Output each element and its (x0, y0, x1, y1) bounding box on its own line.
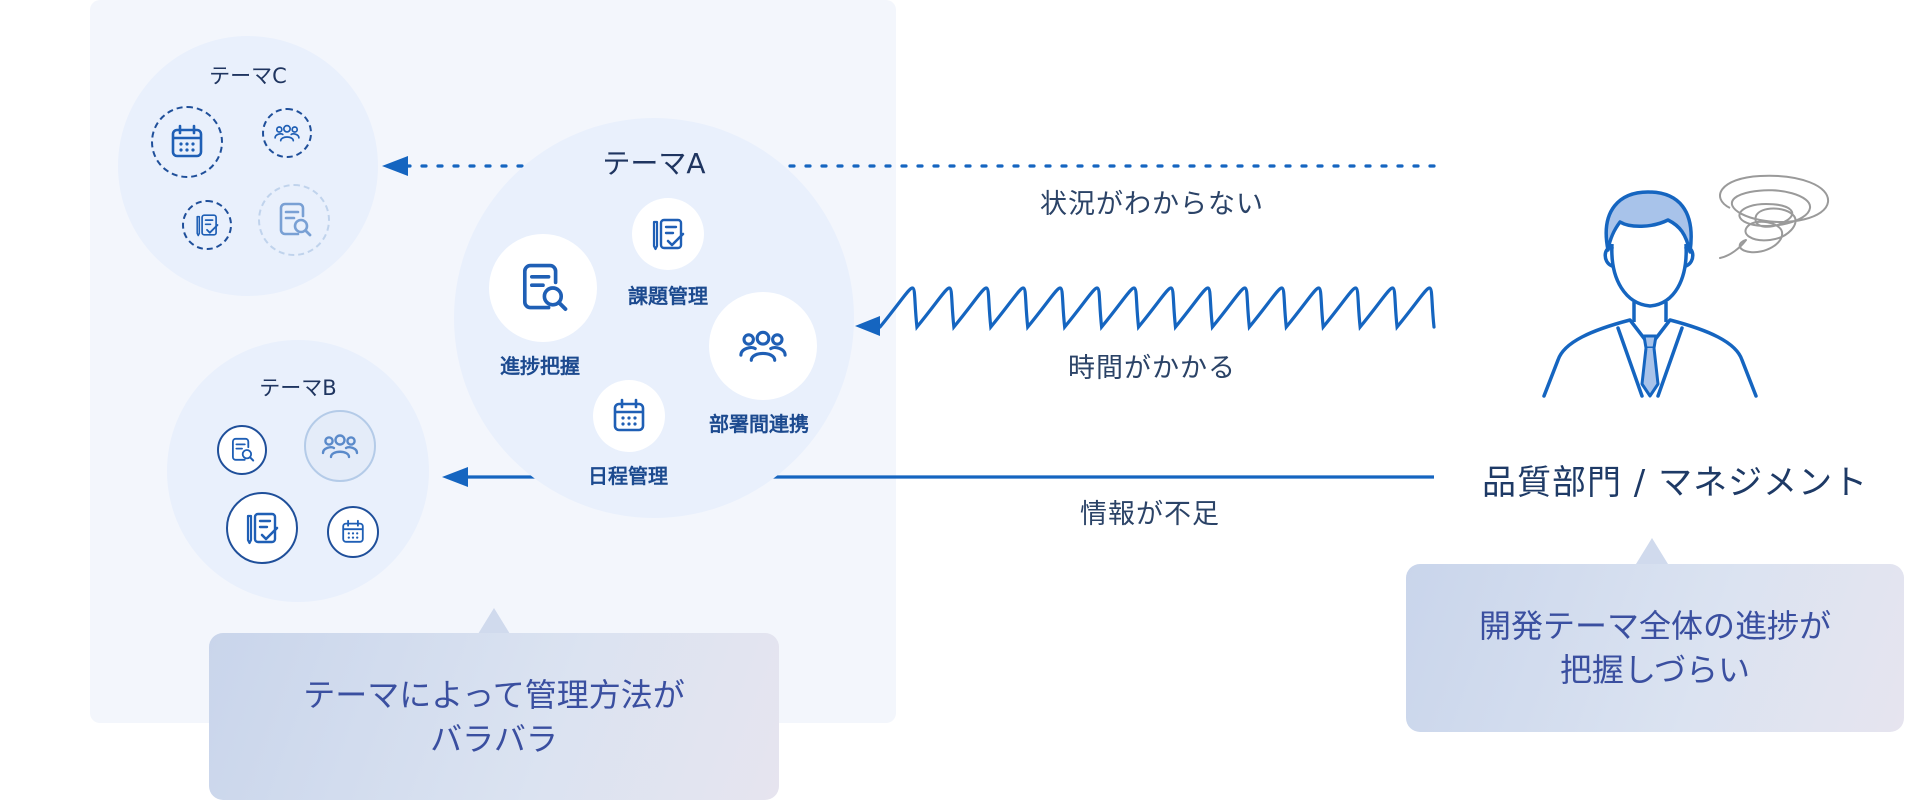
person-icon (1542, 190, 1758, 398)
theme-c-title: テーマC (209, 64, 287, 88)
management-label: 品質部門 / マネジメント (1482, 463, 1869, 503)
team-icon (709, 292, 817, 400)
theme-b-title: テーマB (259, 376, 337, 400)
team-icon (304, 410, 376, 482)
calendar-icon (593, 380, 665, 452)
callout-pointer-left (478, 608, 510, 634)
coiled-arrow-line (878, 286, 1436, 331)
interdept-label: 部署間連携 (709, 412, 809, 436)
theme-c-circle: テーマC (118, 36, 378, 296)
task-check-icon (632, 198, 704, 270)
team-icon (262, 108, 312, 158)
issues-label: 課題管理 (628, 284, 708, 308)
callout-right-line1: 開発テーマ全体の進捗が (1478, 607, 1831, 645)
callout-right: 開発テーマ全体の進捗が 把握しづらい (1406, 564, 1904, 732)
callout-pointer-right (1636, 538, 1668, 564)
arrowhead-icon (855, 316, 880, 336)
schedule-label: 日程管理 (588, 464, 668, 488)
progress-label: 進捗把握 (500, 354, 580, 378)
arrowhead-icon (442, 467, 468, 487)
arrowhead-icon (382, 156, 408, 176)
callout-right-line2: 把握しづらい (1559, 651, 1751, 689)
arrow-label-lack: 情報が不足 (1080, 499, 1220, 530)
arrow-label-time: 時間がかかる (1068, 353, 1236, 384)
search-document-icon (489, 234, 597, 342)
theme-a-title: テーマA (602, 147, 706, 180)
callout-left-line2: バラバラ (430, 719, 558, 758)
arrow-label-unclear: 状況がわからない (1040, 189, 1264, 220)
theme-a-circle: テーマA 進捗把握 課題管理 部署間連携 日程管理 (454, 118, 854, 518)
calendar-icon (151, 106, 223, 178)
task-check-icon (226, 492, 298, 564)
callout-left: テーマによって管理方法が バラバラ (209, 633, 779, 800)
search-document-icon (258, 184, 330, 256)
scribble-icon (1719, 174, 1830, 259)
search-document-icon (217, 425, 267, 475)
callout-left-line1: テーマによって管理方法が (303, 675, 685, 714)
theme-b-circle: テーマB (167, 340, 429, 602)
calendar-icon (327, 506, 379, 558)
task-check-icon (182, 200, 232, 250)
